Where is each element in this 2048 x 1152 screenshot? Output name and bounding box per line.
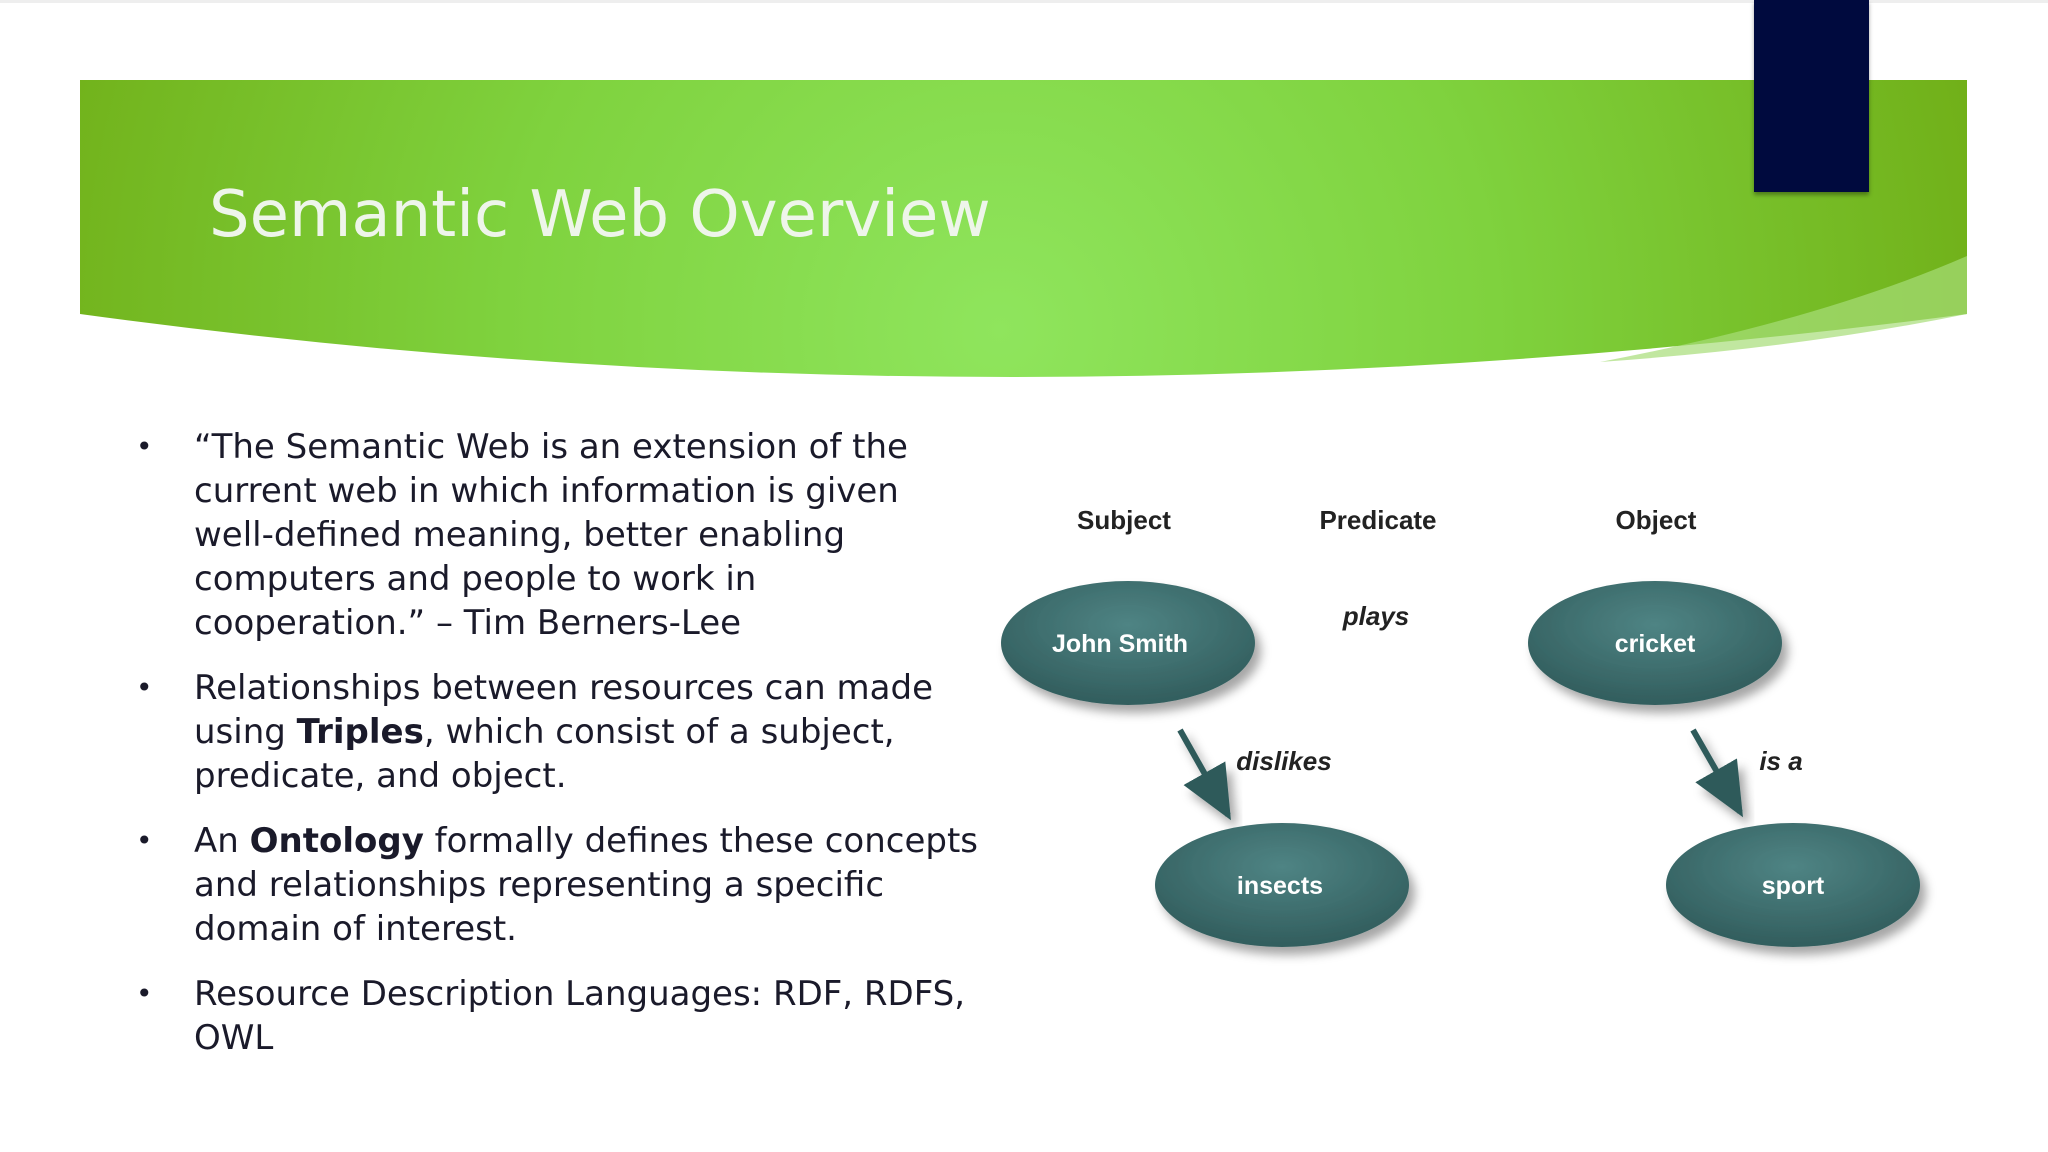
slide-title: Semantic Web Overview xyxy=(209,178,991,252)
edge-label-dislikes: dislikes xyxy=(1236,746,1331,776)
node-label-cricket: cricket xyxy=(1615,630,1696,658)
bullet-text: Resource Description Languages: RDF, RDF… xyxy=(194,974,966,1058)
header-predicate: Predicate xyxy=(1319,505,1436,535)
bullet-text: An xyxy=(194,821,250,861)
bullet-text: , which consist of a subject, predicate,… xyxy=(194,712,895,796)
bullet-bold-term: Triples xyxy=(296,712,424,752)
header-object: Object xyxy=(1616,505,1697,535)
node-john-smith: John Smith xyxy=(1001,581,1255,705)
node-label-john-smith: John Smith xyxy=(1052,630,1188,658)
node-label-sport: sport xyxy=(1762,872,1825,900)
bullet-text: formally defines these concepts and rela… xyxy=(194,821,979,949)
bullet-bold-term: Ontology xyxy=(249,821,424,861)
bullet-text: Relationships between resources can made… xyxy=(194,668,933,752)
bullet-marker: • xyxy=(136,824,153,857)
bullet-marker: • xyxy=(136,671,153,704)
node-insects: insects xyxy=(1155,823,1409,947)
title-banner xyxy=(80,80,1967,377)
edge-dislikes: dislikes xyxy=(1177,728,1332,821)
bullet-item: • An Ontology formally defines these con… xyxy=(128,819,988,951)
edge-plays: plays xyxy=(1300,601,1487,678)
node-sport: sport xyxy=(1666,823,1920,947)
bullet-text: “The Semantic Web is an extension of the… xyxy=(194,427,908,643)
edge-label-plays: plays xyxy=(1342,601,1410,631)
title-accent-tab xyxy=(1754,0,1869,192)
top-border xyxy=(0,0,2048,3)
rdf-triple-diagram: Subject Predicate Object plays dislikes … xyxy=(1001,505,1920,947)
bullet-marker: • xyxy=(136,430,153,463)
node-cricket: cricket xyxy=(1528,581,1782,705)
bullet-list: • “The Semantic Web is an extension of t… xyxy=(128,425,988,1081)
edge-label-is-a: is a xyxy=(1759,746,1802,776)
bullet-item: • Relationships between resources can ma… xyxy=(128,666,988,798)
bullet-marker: • xyxy=(136,977,153,1010)
bullet-item: • Resource Description Languages: RDF, R… xyxy=(128,972,988,1060)
node-label-insects: insects xyxy=(1237,872,1323,900)
header-subject: Subject xyxy=(1077,505,1171,535)
edge-is-a: is a xyxy=(1690,728,1803,818)
bullet-item: • “The Semantic Web is an extension of t… xyxy=(128,425,988,645)
